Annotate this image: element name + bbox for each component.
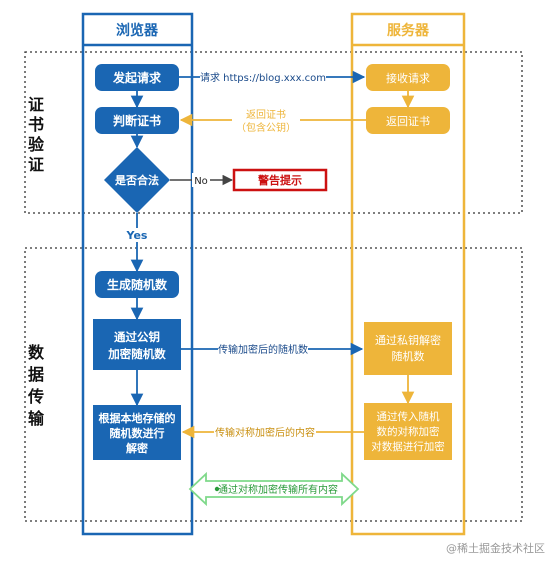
node-return-cert: 返回证书 (366, 107, 450, 134)
svg-text:Yes: Yes (126, 229, 148, 242)
svg-text:（包含公钥）: （包含公钥） (236, 121, 296, 134)
svg-text:通过对称加密传输所有内容: 通过对称加密传输所有内容 (218, 483, 338, 496)
svg-text:返回证书: 返回证书 (246, 109, 286, 121)
edge-return-cert: 返回证书 （包含公钥） (179, 107, 366, 134)
svg-text:输: 输 (28, 409, 45, 428)
svg-text:警告提示: 警告提示 (257, 173, 302, 187)
svg-text:是否合法: 是否合法 (114, 173, 159, 187)
svg-text:传: 传 (27, 387, 44, 406)
svg-text:对数据进行加密: 对数据进行加密 (371, 440, 445, 453)
browser-lane-title: 浏览器 (116, 22, 159, 39)
server-lane-title: 服务器 (387, 22, 430, 39)
node-generate-random: 生成随机数 (95, 271, 179, 298)
svg-text:证: 证 (28, 95, 44, 114)
svg-text:返回证书: 返回证书 (386, 115, 430, 128)
svg-text:数的对称加密: 数的对称加密 (377, 425, 440, 438)
svg-text:证: 证 (28, 155, 44, 174)
node-receive-request: 接收请求 (366, 64, 450, 91)
edge-yes: Yes (124, 228, 150, 242)
edge-all-symmetric: 通过对称加密传输所有内容 (188, 471, 360, 507)
svg-text:验: 验 (28, 135, 45, 154)
edge-send-symmetric: 传输对称加密后的内容 (181, 425, 364, 439)
node-send-request: 发起请求 (95, 64, 179, 91)
svg-text:传输对称加密后的内容: 传输对称加密后的内容 (215, 426, 315, 439)
node-decrypt: 根据本地存储的 随机数进行 解密 (93, 405, 181, 460)
section-data-label: 数 据 传 输 (27, 343, 45, 428)
edge-send-encrypted: 传输加密后的随机数 (181, 342, 364, 356)
node-judge-cert: 判断证书 (95, 107, 179, 134)
svg-text:通过公钥: 通过公钥 (114, 330, 160, 344)
server-lane (350, 12, 466, 536)
edge-no: No (170, 173, 234, 187)
svg-text:随机数: 随机数 (392, 349, 425, 363)
svg-text:生成随机数: 生成随机数 (107, 277, 168, 292)
svg-text:传输加密后的随机数: 传输加密后的随机数 (218, 343, 308, 356)
svg-text:根据本地存储的: 根据本地存储的 (99, 411, 176, 425)
svg-text:通过传入随机: 通过传入随机 (377, 410, 440, 423)
edge-request: 请求 https://blog.xxx.com (179, 70, 366, 84)
svg-text:随机数进行: 随机数进行 (110, 426, 165, 440)
svg-text:判断证书: 判断证书 (113, 113, 161, 128)
section-cert-label: 证 书 验 证 (28, 95, 45, 174)
svg-text:据: 据 (28, 365, 44, 384)
svg-text:解密: 解密 (126, 441, 148, 455)
node-private-decrypt: 通过私钥解密 随机数 (364, 322, 452, 375)
node-is-valid: 是否合法 (104, 147, 170, 213)
node-encrypt-random: 通过公钥 加密随机数 (93, 319, 181, 370)
node-warning-alert: 警告提示 (232, 168, 328, 192)
node-symmetric-encrypt: 通过传入随机 数的对称加密 对数据进行加密 (364, 403, 452, 460)
watermark: @稀土掘金技术社区 (446, 541, 545, 555)
svg-text:数: 数 (28, 343, 45, 362)
section-cert-box (24, 51, 523, 214)
svg-text:请求 https://blog.xxx.com: 请求 https://blog.xxx.com (200, 71, 326, 84)
svg-text:接收请求: 接收请求 (386, 71, 430, 85)
browser-lane (81, 12, 194, 536)
svg-text:通过私钥解密: 通过私钥解密 (375, 333, 441, 347)
svg-text:加密随机数: 加密随机数 (107, 347, 166, 361)
svg-text:No: No (194, 176, 208, 187)
svg-text:书: 书 (28, 115, 44, 134)
svg-text:发起请求: 发起请求 (112, 70, 162, 85)
